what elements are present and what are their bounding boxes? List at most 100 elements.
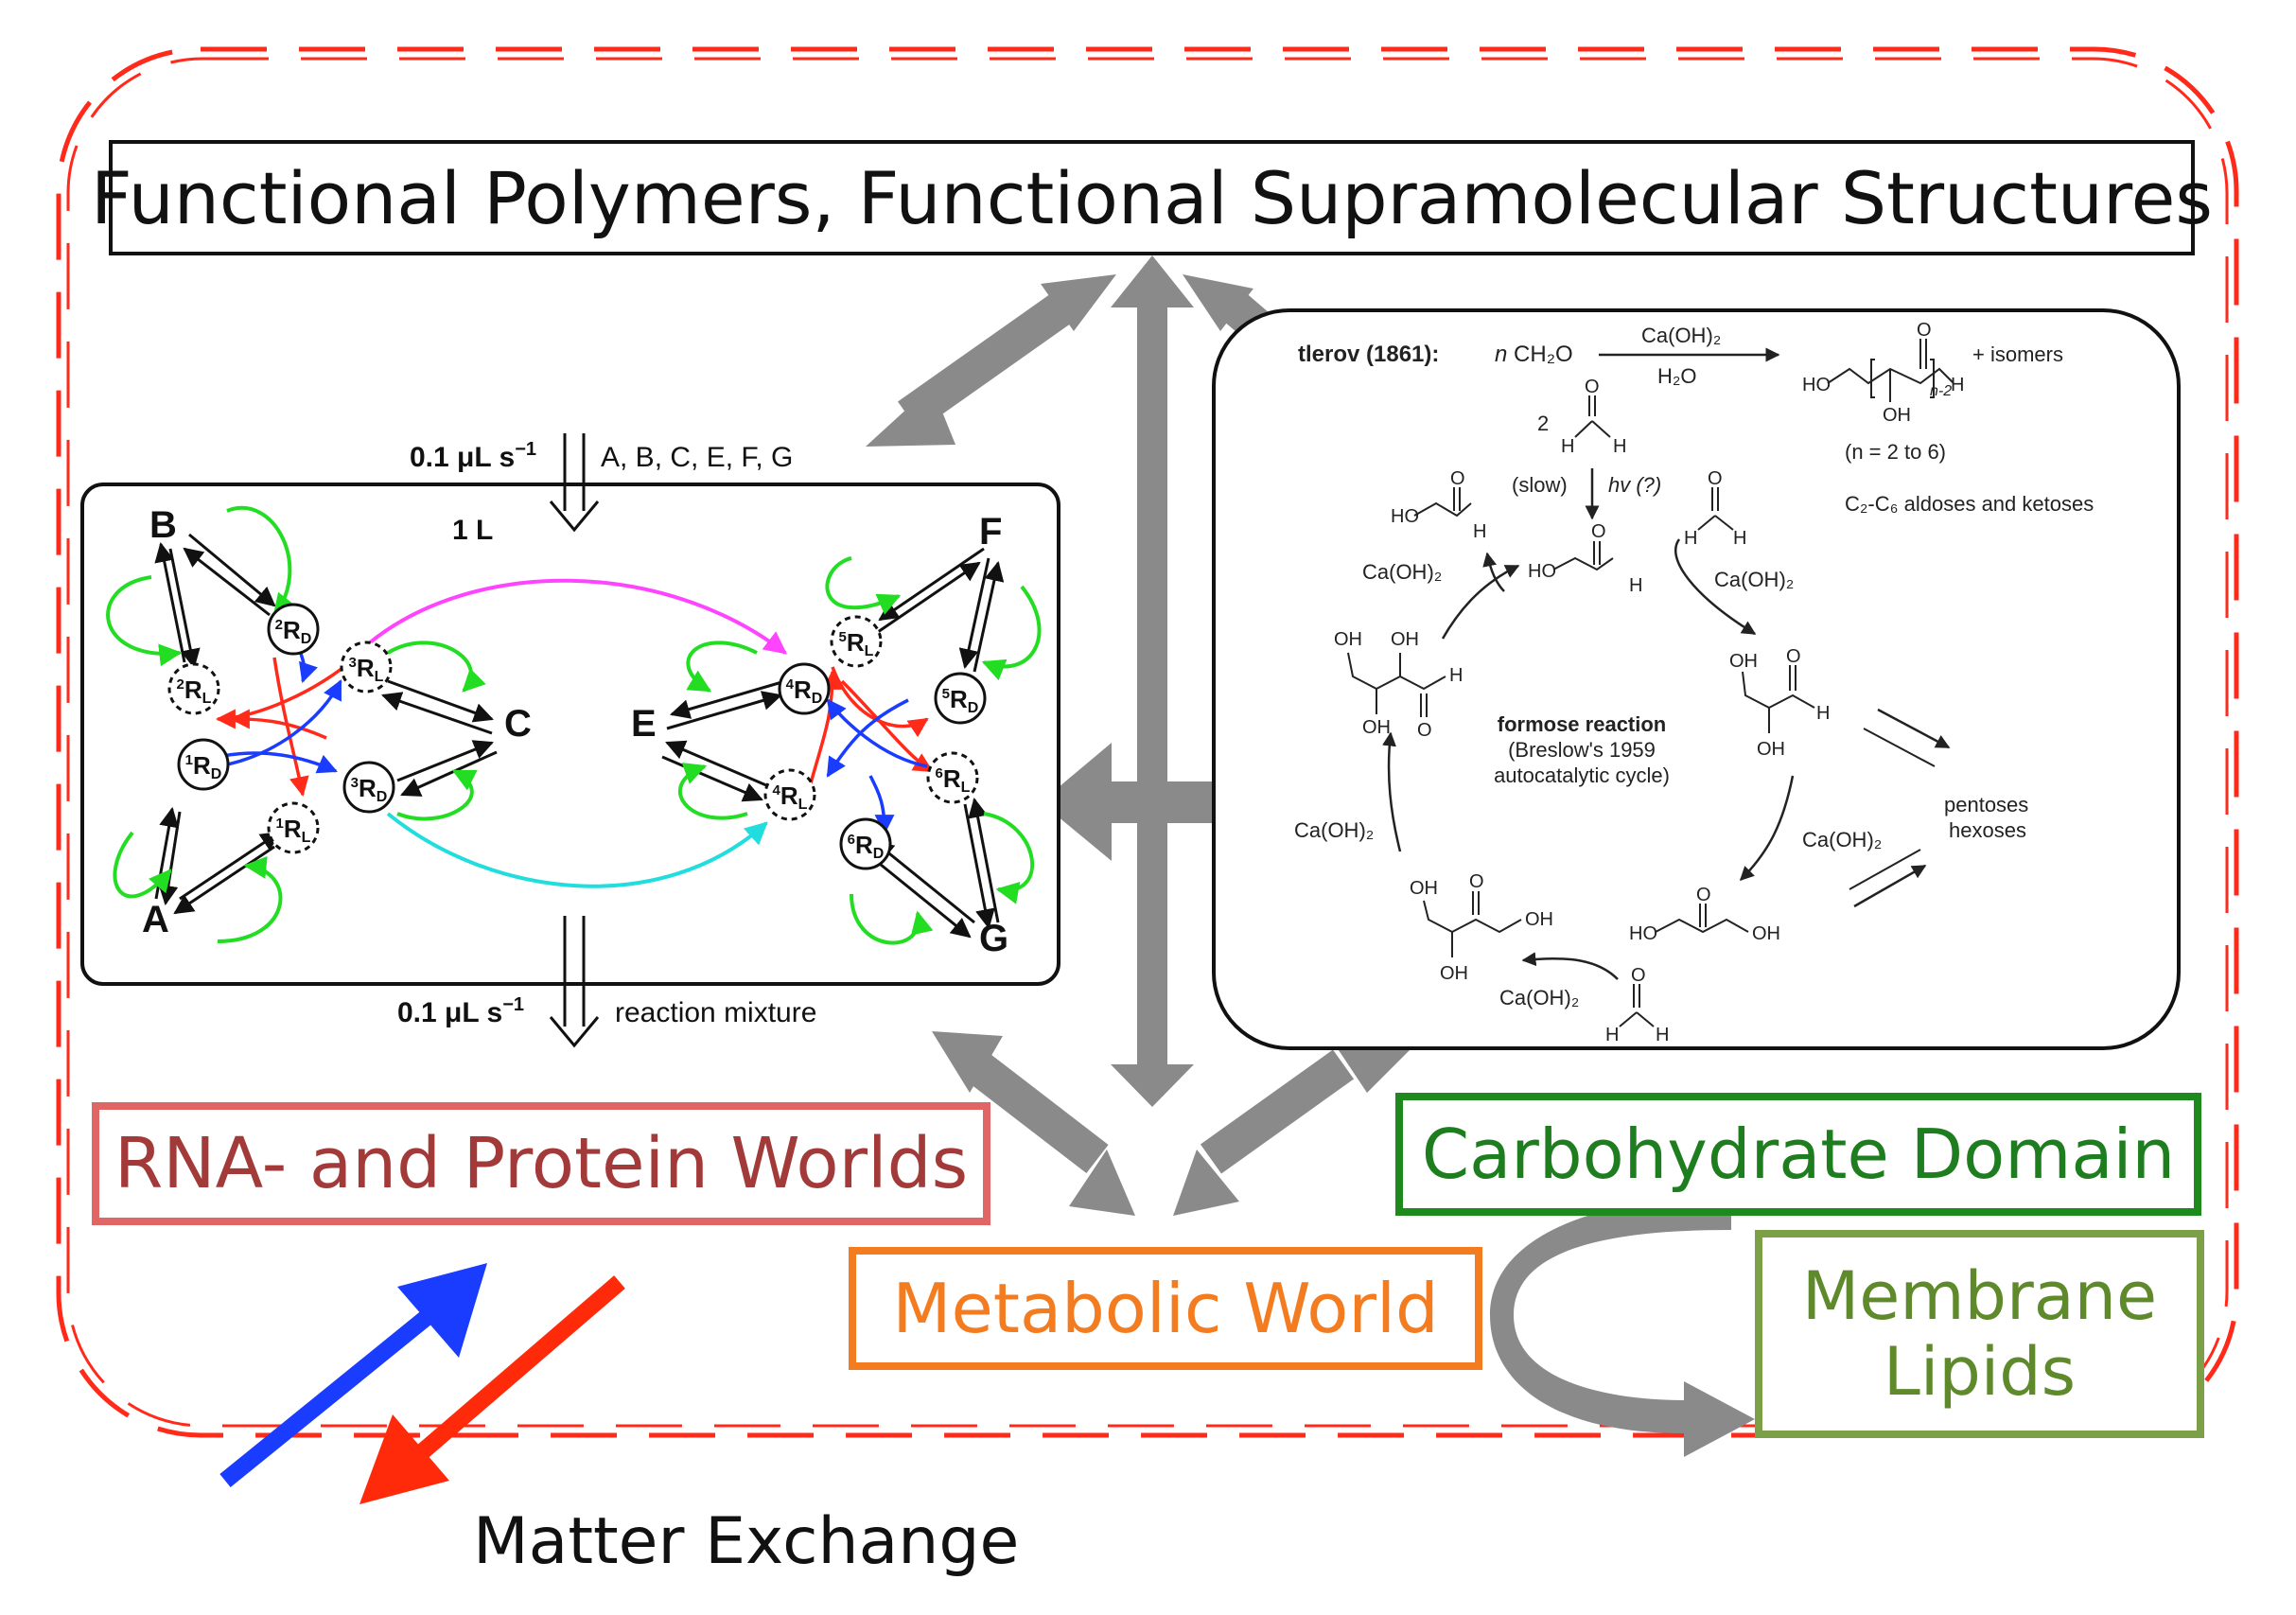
reactor-scheme: 0.1 μL s−1 A, B, C, E, F, G 1 L 0.1 μL s… <box>80 433 1060 1048</box>
lower-left-diagonal-shaft <box>963 1049 1109 1174</box>
formose-subtitle-2: autocatalytic cycle) <box>1494 764 1670 787</box>
svg-text:3RD: 3RD <box>351 774 388 805</box>
matter-in-arrow-shaft <box>219 1304 441 1487</box>
product-HO: HO <box>1802 375 1831 395</box>
reactor-volume: 1 L <box>452 515 493 546</box>
plus-isomers: + isomers <box>1972 342 2063 366</box>
arrow-to-title-right-head <box>1183 274 1253 331</box>
butlerov-reagent-bottom: H₂O <box>1657 364 1697 388</box>
svg-text:5RD: 5RD <box>942 685 979 716</box>
node-n6RD: 6RD <box>839 817 892 870</box>
glyco-left-HO: HO <box>1391 506 1419 527</box>
carbohydrate-domain-box: Carbohydrate Domain <box>1395 1093 2201 1216</box>
svg-text:4RD: 4RD <box>786 676 823 707</box>
lower-right-bottom-head <box>1173 1150 1239 1216</box>
arrow-to-reactor-head <box>866 386 955 447</box>
svg-text:6RD: 6RD <box>848 831 885 862</box>
formaldehyde-right-H1: H <box>1684 528 1697 549</box>
species-F: F <box>979 511 1002 553</box>
formose-title: formose reaction <box>1498 712 1667 736</box>
central-vertical-arrow <box>1111 255 1194 1107</box>
lower-right-diagonal-shaft <box>1200 1049 1355 1174</box>
tetrose-left-OH1: OH <box>1334 629 1362 650</box>
dha-O: O <box>1696 885 1711 905</box>
carb-to-membrane-arrow <box>1490 1197 1755 1457</box>
node-n4RD: 4RD <box>778 662 831 715</box>
formaldehyde-top-H2: H <box>1613 436 1626 457</box>
page-title: Functional Polymers, Functional Supramol… <box>91 155 2213 240</box>
ketotetrose <box>1423 891 1522 957</box>
node-n3RL: 3RL <box>340 641 393 693</box>
glyco-center-HO: HO <box>1528 561 1556 582</box>
species-E: E <box>631 703 657 745</box>
matter-in-arrow-head <box>397 1263 487 1358</box>
node-n4RL: 4RL <box>763 768 816 821</box>
node-n1RD: 1RD <box>177 738 230 791</box>
product-n2: n-2 <box>1930 383 1952 399</box>
caoh-label-2: Ca(OH)₂ <box>1714 568 1794 591</box>
butlerov-label: tlerov (1861): <box>1298 342 1439 367</box>
cross-reactions <box>215 642 934 835</box>
glyco-center-O: O <box>1591 521 1606 542</box>
svg-text:4RL: 4RL <box>773 781 808 813</box>
inflow-species: A, B, C, E, F, G <box>601 442 793 473</box>
glyceraldehyde-OH1: OH <box>1729 651 1758 672</box>
caoh-label-1: Ca(OH)₂ <box>1362 560 1442 584</box>
node-n3RD: 3RD <box>342 761 395 814</box>
dihydroxyacetone <box>1655 904 1749 934</box>
formaldehyde-bottom <box>1619 984 1655 1027</box>
ketotetrose-OH3: OH <box>1440 963 1468 984</box>
reactor-panel <box>80 483 1060 986</box>
membrane-label-line1: Membrane <box>1801 1256 2158 1335</box>
node-n2RL: 2RL <box>167 662 220 715</box>
svg-text:5RL: 5RL <box>839 628 874 659</box>
glyco-left-H: H <box>1473 521 1486 542</box>
formaldehyde-bottom-H1: H <box>1605 1025 1619 1045</box>
glyceraldehyde <box>1742 665 1815 733</box>
membrane-lipids-box: Membrane Lipids <box>1755 1230 2204 1438</box>
rna-protein-worlds-label: RNA- and Protein Worlds <box>114 1123 969 1204</box>
slow-label: (slow) <box>1512 473 1568 497</box>
product-H: H <box>1951 375 1964 395</box>
caoh-label-3: Ca(OH)₂ <box>1294 818 1374 842</box>
tetrose-left <box>1347 652 1446 717</box>
species-G: G <box>979 918 1008 959</box>
node-n5RL: 5RL <box>830 615 883 668</box>
glyco-center-H: H <box>1629 575 1642 596</box>
title-box: Functional Polymers, Functional Supramol… <box>91 140 2213 255</box>
caoh-label-5: Ca(OH)₂ <box>1499 986 1579 1009</box>
svg-text:1RD: 1RD <box>185 751 222 782</box>
matter-out-arrow-shaft <box>411 1275 625 1464</box>
tetrose-left-O: O <box>1417 720 1432 741</box>
formaldehyde-right <box>1697 487 1734 531</box>
membrane-label-line2: Lipids <box>1883 1333 2077 1411</box>
autocatalysis-loops <box>106 506 1042 945</box>
glyceraldehyde-O: O <box>1786 646 1801 667</box>
inflow-rate: 0.1 μL s−1 <box>410 439 536 473</box>
metabolic-world-box: Metabolic World <box>849 1247 1482 1370</box>
lower-left-bottom-head <box>1069 1150 1135 1216</box>
glyco-left-O: O <box>1450 468 1465 489</box>
matter-out-arrow-head <box>359 1414 449 1504</box>
n-range: (n = 2 to 6) <box>1845 440 1946 464</box>
cyan-transfer-arrow <box>386 812 768 888</box>
species-A: A <box>142 899 169 940</box>
svg-text:6RL: 6RL <box>936 764 971 796</box>
product-description: C₂-C₆ aldoses and ketoses <box>1845 492 2094 516</box>
tetrose-left-OH2: OH <box>1391 629 1419 650</box>
magenta-transfer-arrow <box>367 578 787 655</box>
formaldehyde-right-O: O <box>1708 468 1723 489</box>
node-n2RD: 2RD <box>267 603 320 656</box>
dha-OH: OH <box>1752 923 1780 944</box>
outflow-arrow <box>549 916 600 1048</box>
hv-label: hv (?) <box>1608 473 1661 497</box>
glyceraldehyde-H: H <box>1816 703 1830 724</box>
node-n1RL: 1RL <box>267 801 320 854</box>
arrow-to-title-left-head <box>1041 274 1116 331</box>
caoh-label-4: Ca(OH)₂ <box>1802 828 1882 851</box>
tetrose-left-H: H <box>1449 665 1463 686</box>
outflow-label: reaction mixture <box>615 997 816 1028</box>
hexoses-label: hexoses <box>1949 818 2026 842</box>
lower-left-diagonal-head <box>932 1031 1003 1093</box>
